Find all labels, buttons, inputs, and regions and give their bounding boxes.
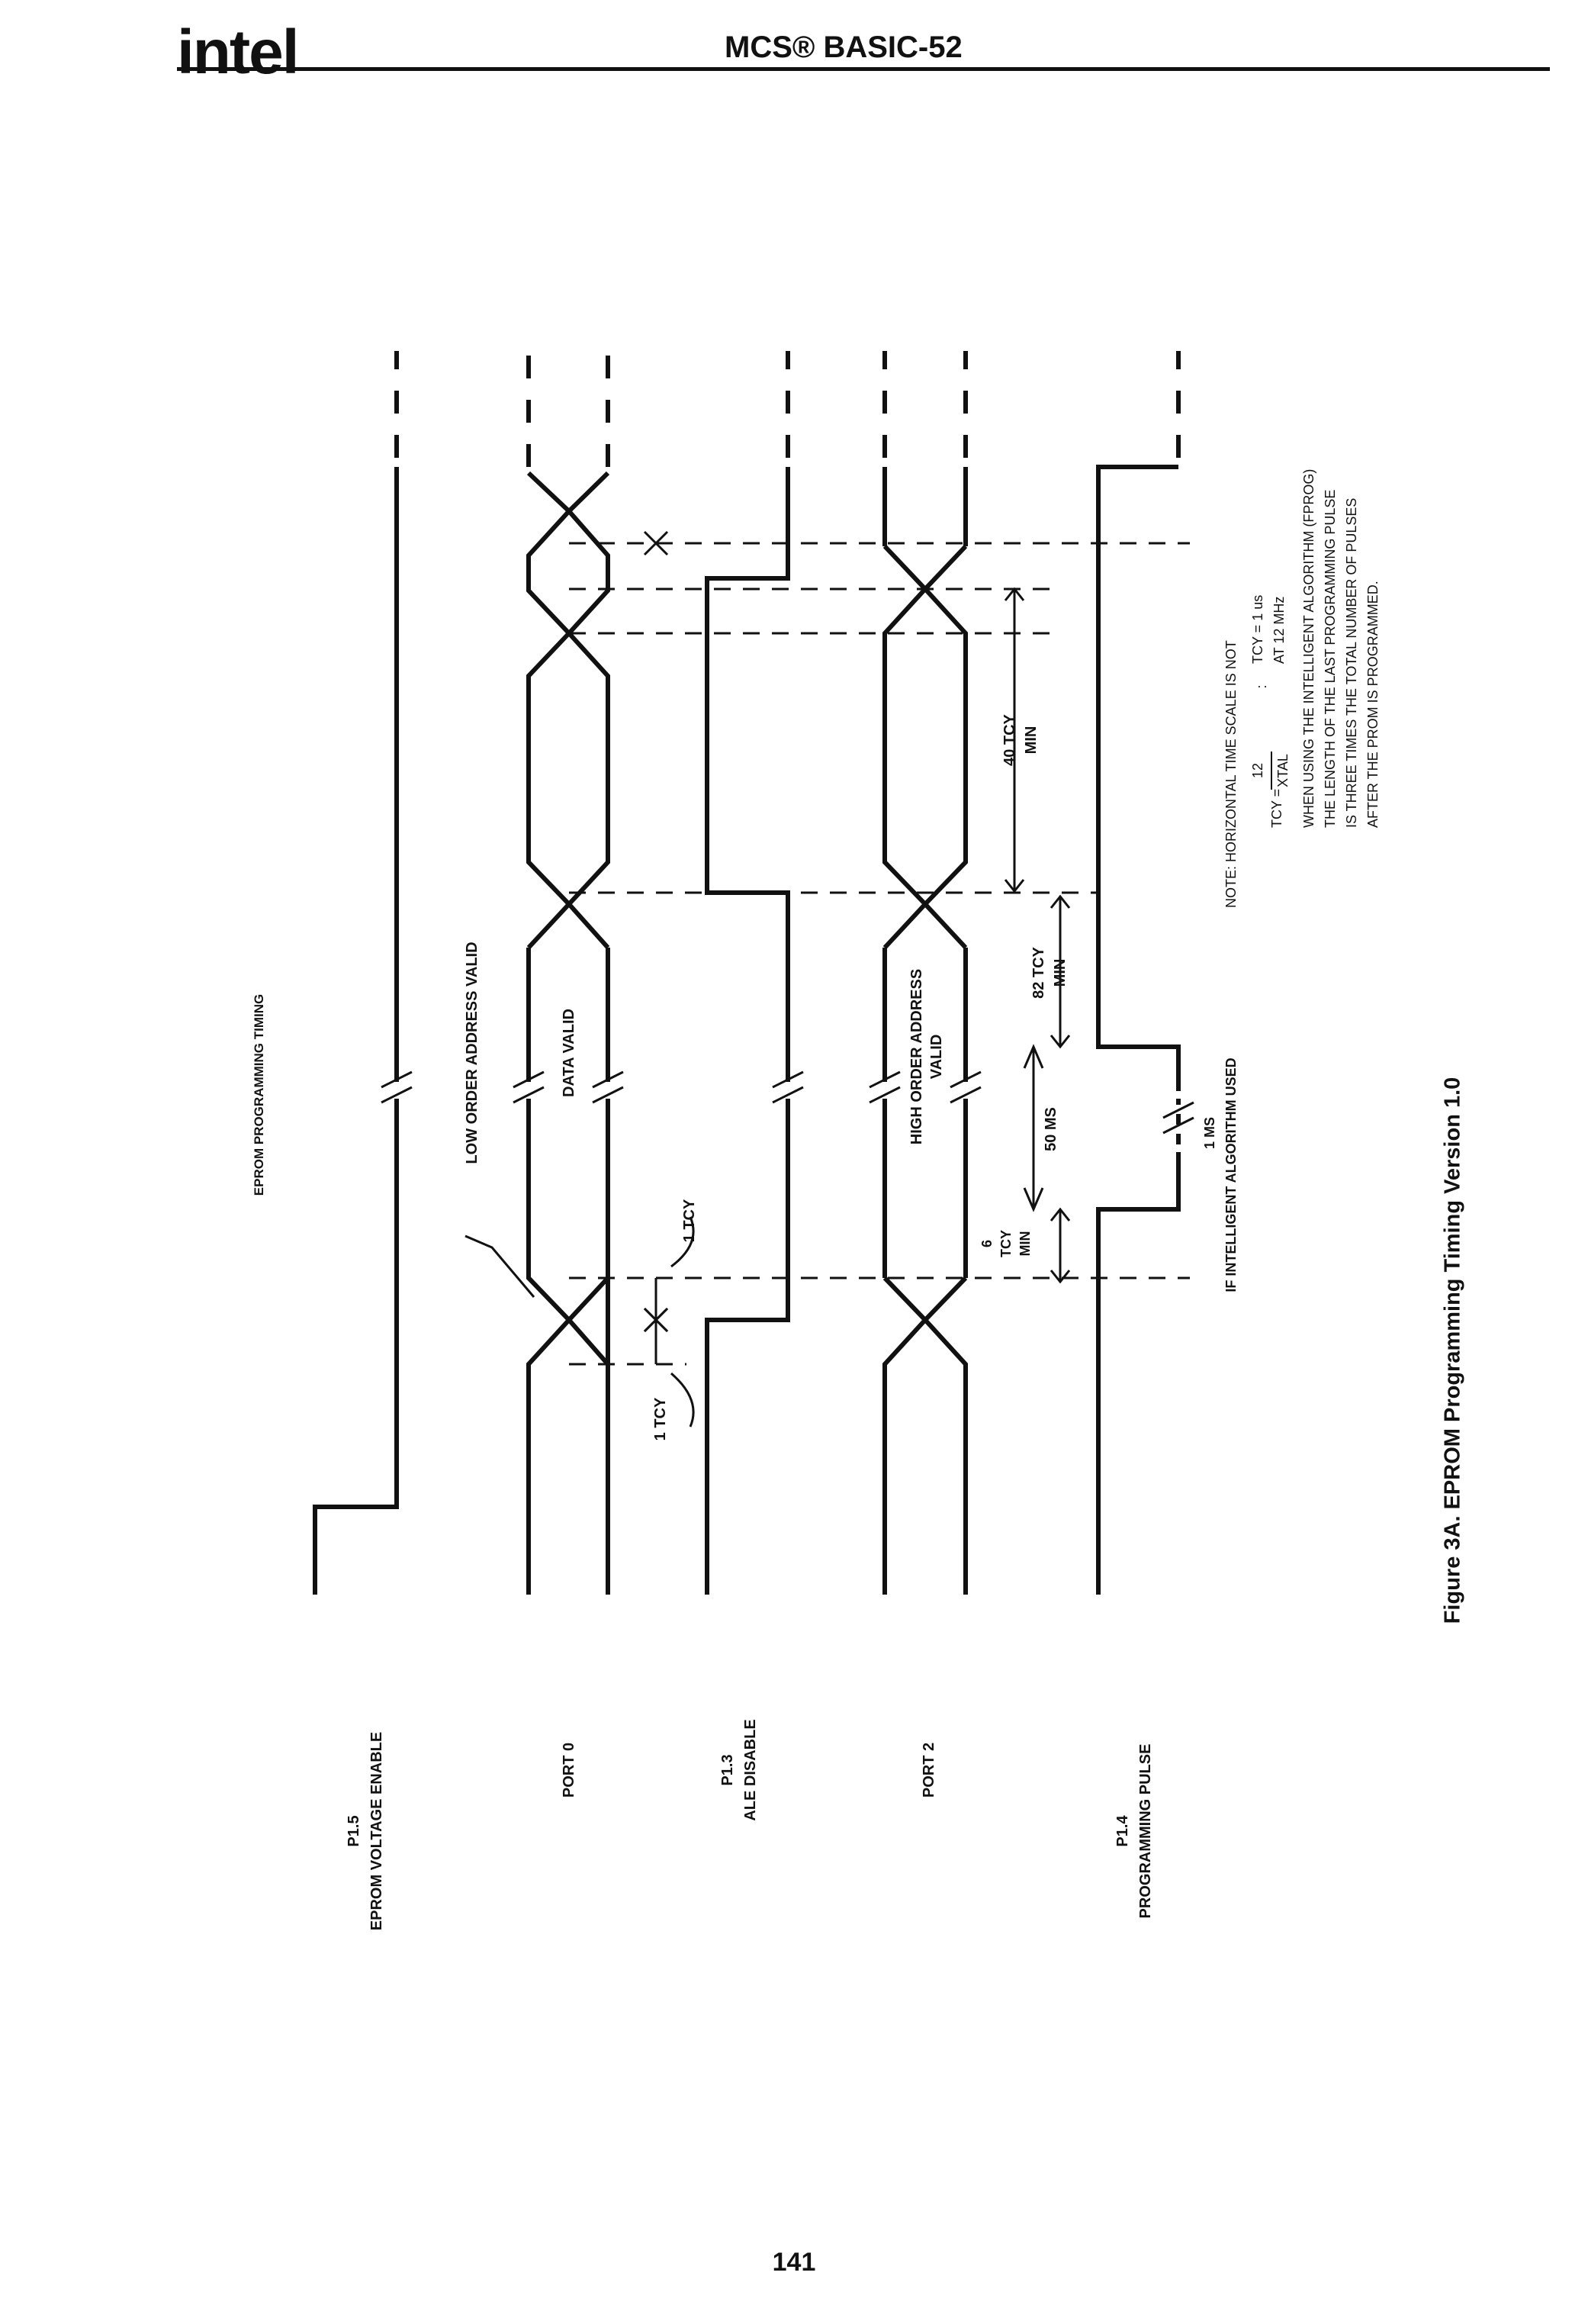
six-tcy-label-2: TCY (998, 1230, 1014, 1257)
port2-name: PORT 2 (921, 1743, 937, 1798)
break-mark (513, 1070, 545, 1104)
dim-40tcy (1004, 587, 1025, 893)
note-line3: WHEN USING THE INTELLIGENT ALGORITHM (FP… (1301, 469, 1316, 828)
note-tcy-numerator: 12 (1250, 763, 1265, 778)
p15-waveform (313, 467, 399, 1595)
p13-name: P1.3 (719, 1754, 736, 1785)
six-tcy-label-3: MIN (1017, 1231, 1033, 1257)
dim-82tcy (1050, 894, 1071, 1049)
dim-50ms (1023, 1044, 1044, 1212)
header-rule (177, 67, 1550, 71)
leader-low-order (465, 1234, 535, 1298)
p15-desc: EPROM VOLTAGE ENABLE (368, 1732, 385, 1930)
forty-tcy-label-2: MIN (1023, 726, 1040, 755)
p14-desc: PROGRAMMING PULSE (1137, 1744, 1154, 1919)
page-header-title: MCS® BASIC-52 (725, 31, 963, 64)
note-line5: IS THREE TIMES THE TOTAL NUMBER OF PULSE… (1344, 498, 1359, 828)
intel-logo: intel (177, 18, 300, 87)
break-mark (772, 1070, 804, 1104)
note-tcy-at: AT 12 MHz (1271, 597, 1287, 664)
arrow-1tcy-b (643, 1278, 669, 1322)
note-line1: NOTE: HORIZONTAL TIME SCALE IS NOT (1223, 640, 1239, 908)
p14-waveform (1096, 465, 1181, 1595)
p14-name: P1.4 (1114, 1815, 1131, 1847)
eighty-two-tcy-label-2: MIN (1052, 959, 1069, 987)
note-tcy-denominator: XTAL (1275, 754, 1291, 787)
if-intelligent-label: IF INTELLIGENT ALGORITHM USED (1223, 1057, 1239, 1292)
timing-arrows (465, 530, 1071, 1428)
break-mark (950, 1070, 982, 1104)
eighty-two-tcy-label-1: 82 TCY (1030, 946, 1047, 998)
marker-cross-b (643, 530, 669, 556)
data-valid-label: DATA VALID (561, 1009, 577, 1097)
p13-waveform (705, 467, 790, 1595)
note-tcy-sep: : (1254, 684, 1269, 688)
note-tcy-value: TCY = 1 us (1250, 595, 1265, 664)
signal-waveforms (313, 351, 1181, 1595)
break-mark (1162, 1101, 1194, 1135)
marker-cross-a (643, 1307, 669, 1333)
figure-caption: Figure 3A. EPROM Programming Timing Vers… (1440, 1077, 1465, 1624)
break-marks (381, 1070, 1194, 1135)
one-tcy-label-a: 1 TCY (652, 1397, 669, 1440)
p15-name: P1.5 (346, 1815, 362, 1846)
page-number: 141 (772, 2248, 816, 2277)
note-tcy-prefix: TCY = (1269, 789, 1284, 828)
timing-reference-lines (569, 542, 1190, 1366)
high-order-address-label-2: VALID (928, 1035, 945, 1080)
curve-1tcy-b (670, 1216, 695, 1268)
six-tcy-label-1: 6 (979, 1240, 995, 1247)
one-ms-label: 1 MS (1202, 1117, 1217, 1149)
port2-waveform (882, 467, 968, 1595)
note-line4: THE LENGTH OF THE LAST PROGRAMMING PULSE (1323, 490, 1338, 828)
curve-1tcy-a (670, 1372, 695, 1428)
port2-dashed-end (882, 351, 968, 458)
p13-desc: ALE DISABLE (742, 1719, 759, 1820)
note-line6: AFTER THE PROM IS PROGRAMMED. (1365, 581, 1381, 828)
diagram-title: EPROM PROGRAMMING TIMING (252, 994, 266, 1196)
port0-dashed-end (526, 351, 610, 467)
low-order-address-label: LOW ORDER ADDRESS VALID (464, 942, 481, 1164)
port0-name: PORT 0 (561, 1743, 577, 1798)
break-mark (869, 1070, 901, 1104)
high-order-address-label-1: HIGH ORDER ADDRESS (908, 969, 925, 1144)
dim-6tcy (1050, 1207, 1071, 1284)
fifty-ms-label: 50 MS (1043, 1107, 1059, 1151)
break-mark (381, 1070, 413, 1104)
one-tcy-label-b: 1 TCY (681, 1199, 698, 1242)
forty-tcy-label-1: 40 TCY (1001, 713, 1018, 765)
break-mark (592, 1070, 624, 1104)
